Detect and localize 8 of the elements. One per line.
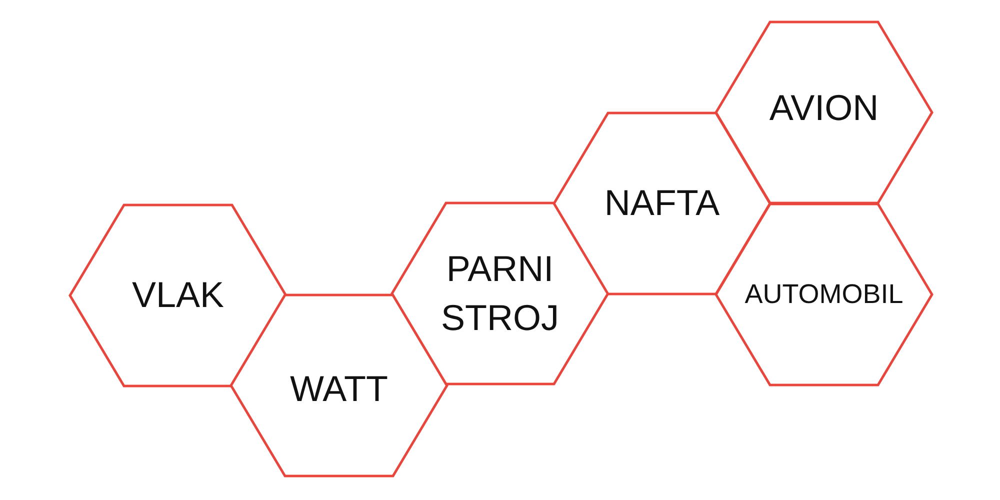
hexagon-label: AUTOMOBIL xyxy=(744,278,904,311)
hexagon-label: NAFTA xyxy=(604,181,720,226)
hexagon-label: PARNI STROJ xyxy=(440,246,560,340)
hexagon xyxy=(70,204,286,386)
hexagon xyxy=(392,203,608,384)
hexagon-label: AVION xyxy=(769,86,879,130)
hexagon-label: WATT xyxy=(290,367,388,412)
hexagon-label: VLAK xyxy=(132,272,224,317)
